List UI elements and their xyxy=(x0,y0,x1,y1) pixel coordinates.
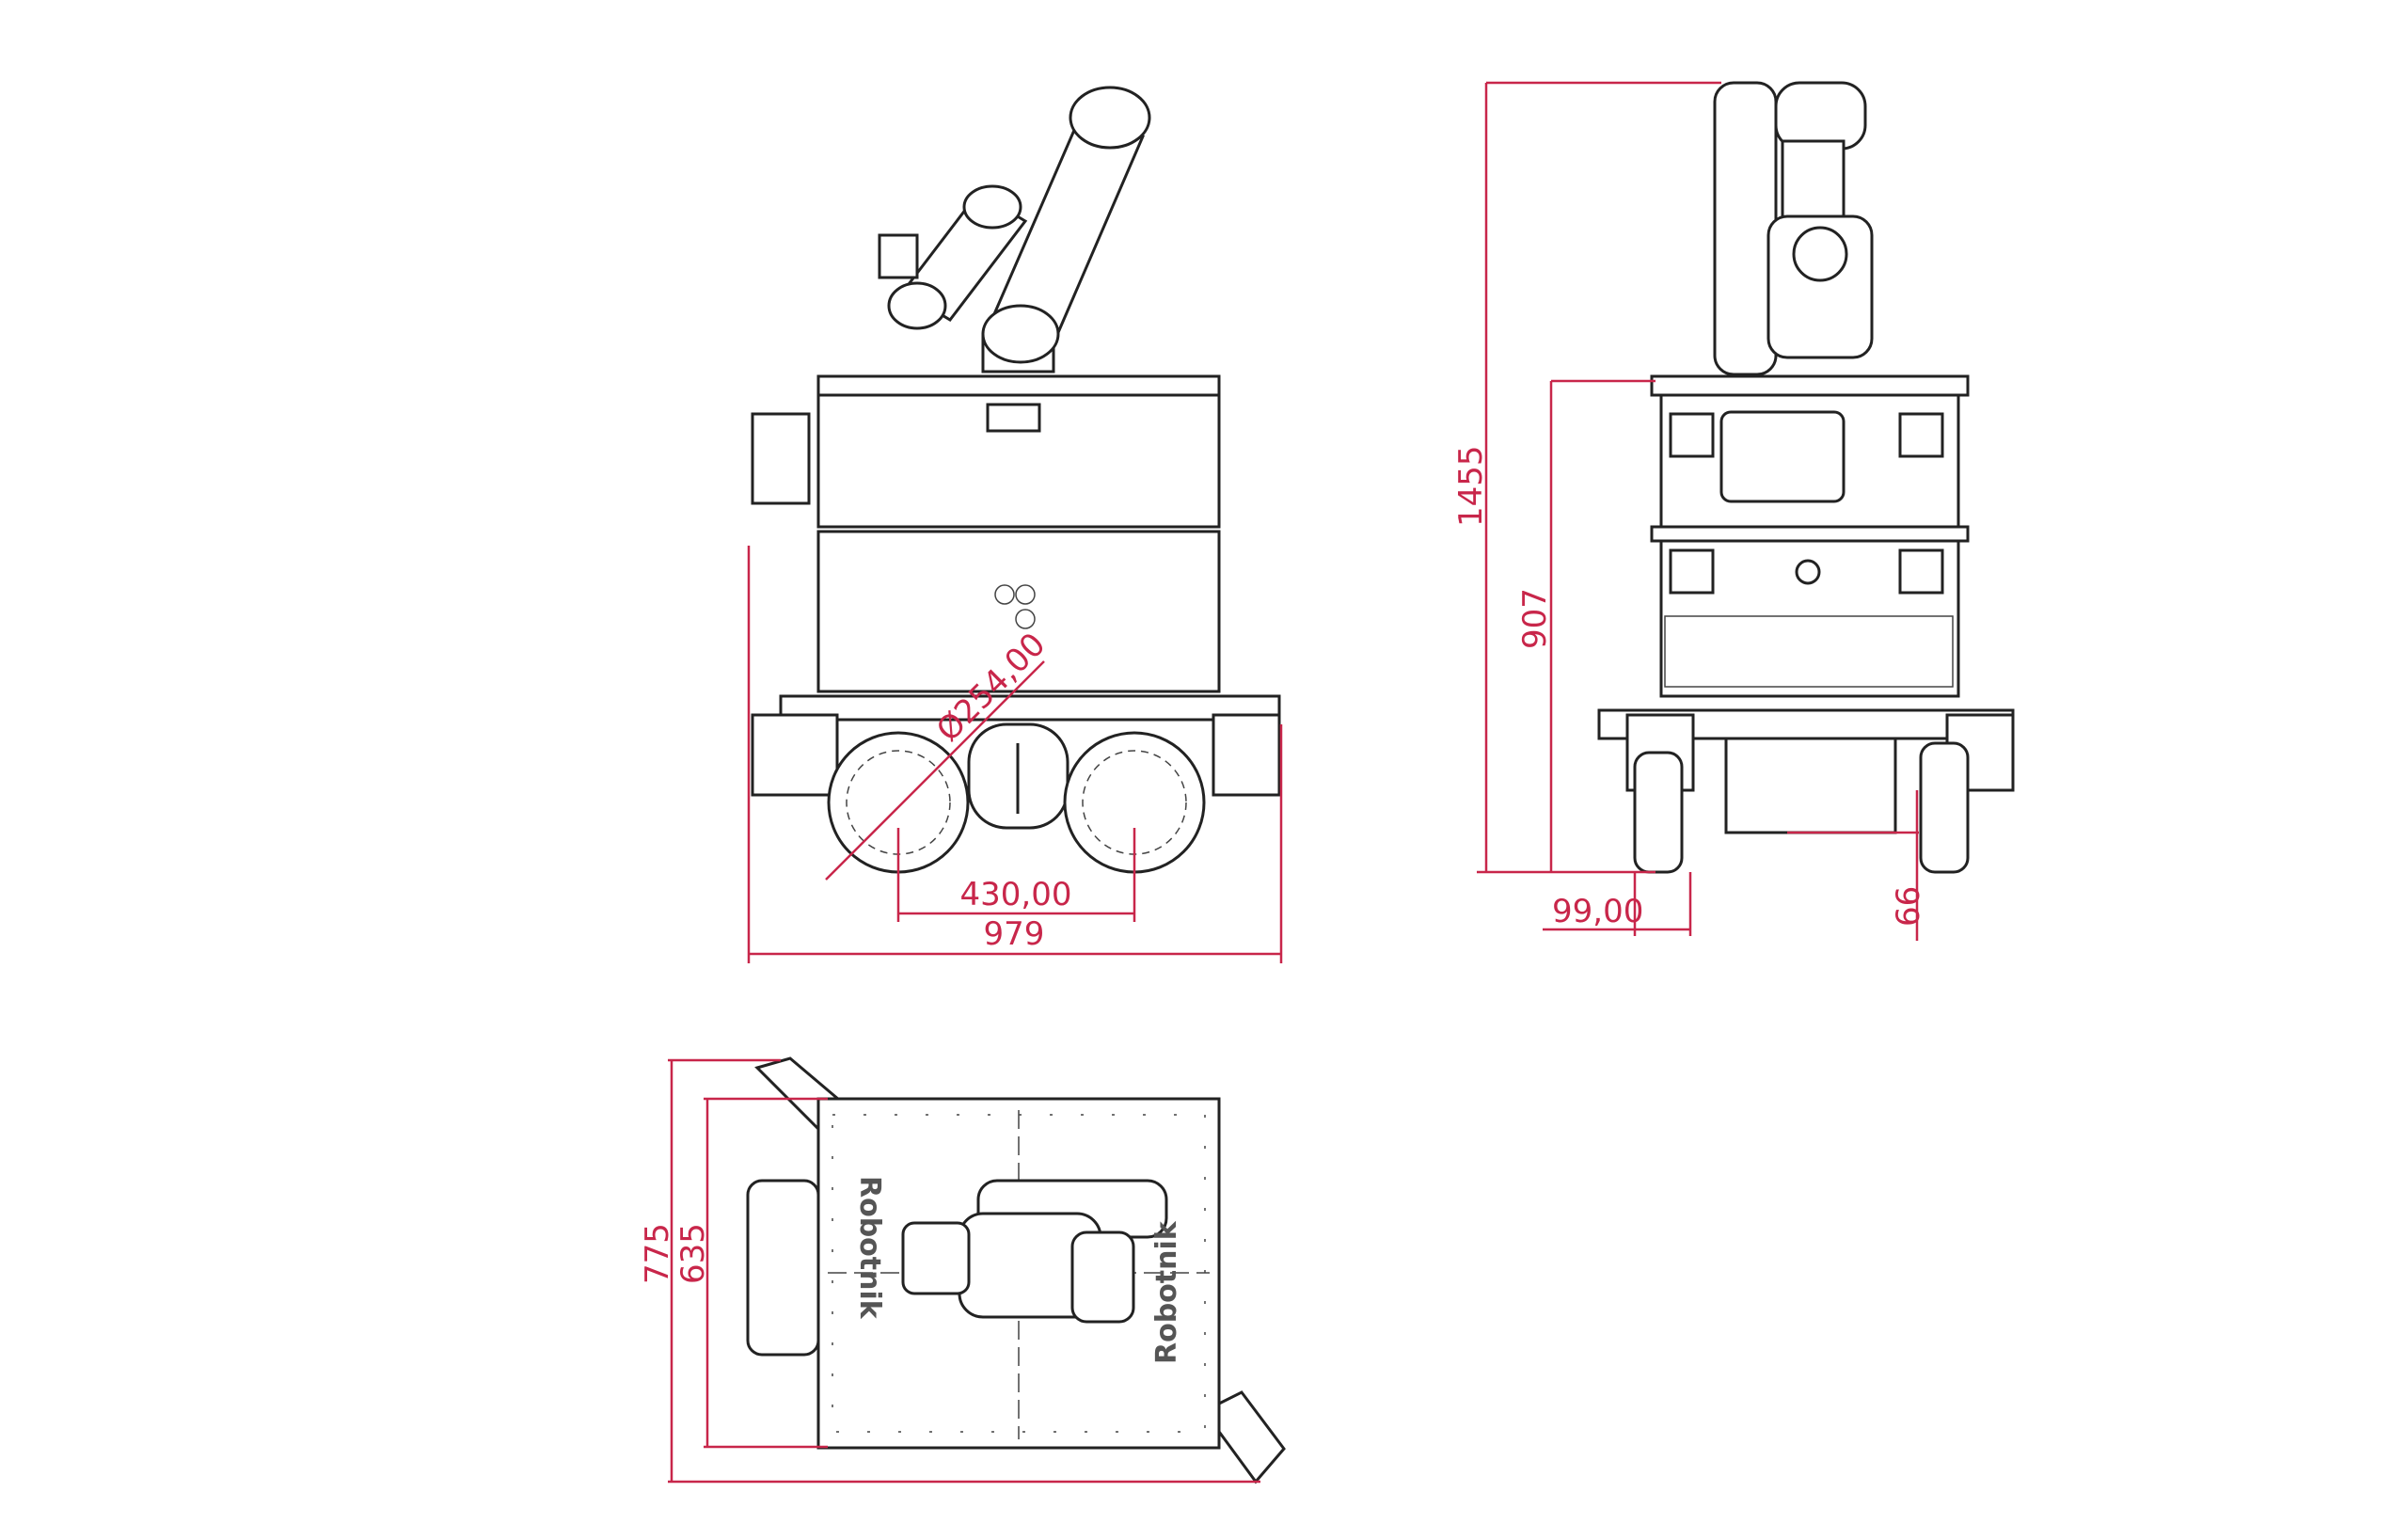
side-wheel-left xyxy=(1633,751,1684,874)
base-height-label: 907 xyxy=(1516,588,1554,649)
ground-clearance-label: 66 xyxy=(1890,886,1927,927)
base-length-label: 635 xyxy=(674,1223,712,1284)
connector-panel xyxy=(1664,615,1954,688)
robotnik-logo-right: Robotnik xyxy=(1150,1220,1183,1364)
wheel-spacing-label: 430,00 xyxy=(960,876,1072,913)
side-wheel-right xyxy=(1919,741,1970,874)
robot-arm-top xyxy=(901,1179,1168,1324)
mecanum-wheel-right xyxy=(1063,731,1206,874)
gripper-top xyxy=(746,1179,820,1357)
front-view: Ø254,00 430,00 979 xyxy=(747,86,1283,963)
top-plate xyxy=(816,374,1221,397)
top-view: Robotnik Robotnik 775 635 xyxy=(639,1056,1286,1484)
wheel-offset-label: 99,00 xyxy=(1552,893,1643,930)
gripper xyxy=(751,412,811,505)
display-screen xyxy=(1719,410,1846,503)
robot-arm-front xyxy=(878,86,1151,373)
overall-height-label: 1455 xyxy=(1452,445,1490,527)
side-view: 1455 907 99,00 66 xyxy=(1452,81,2015,941)
robotnik-logo-left: Robotnik xyxy=(853,1176,886,1320)
overall-width-label: 979 xyxy=(984,915,1045,953)
overall-length-label: 775 xyxy=(639,1223,676,1284)
corner-bumper xyxy=(1201,1390,1286,1484)
robot-arm-side xyxy=(1713,81,1874,376)
